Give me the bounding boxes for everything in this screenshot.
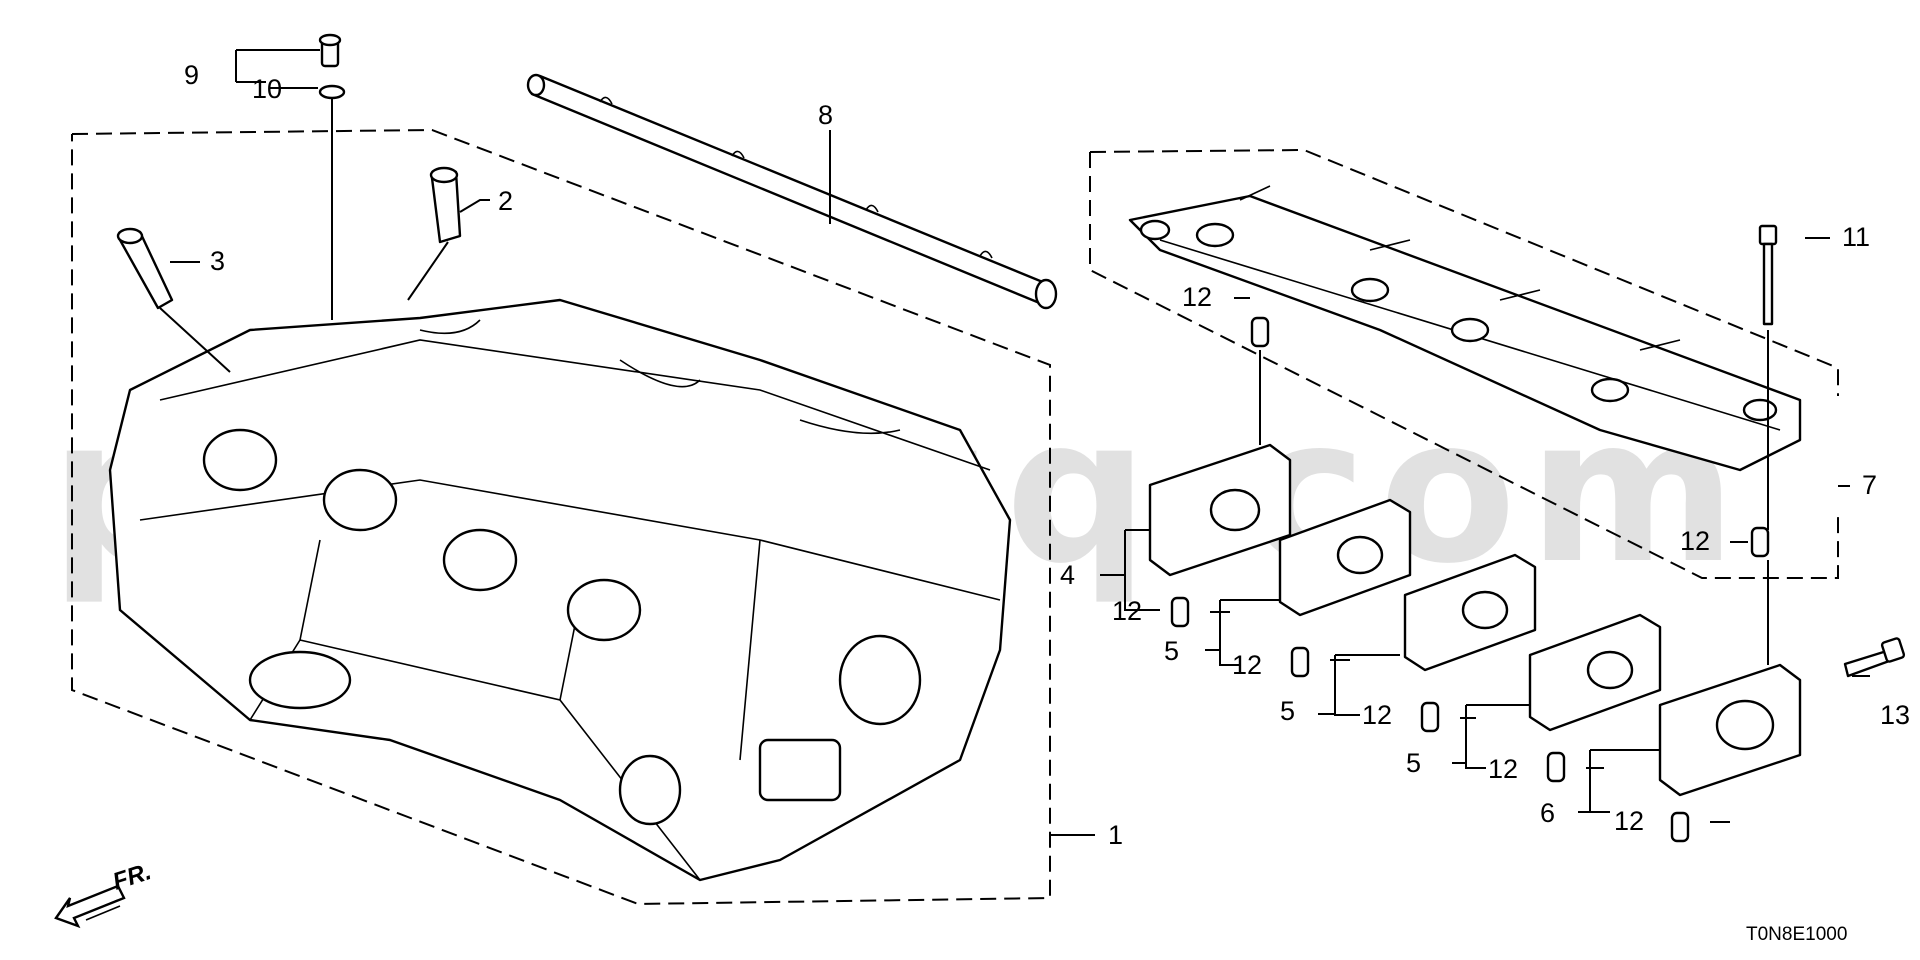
front-direction-label: FR. — [110, 858, 155, 896]
callout-5-b[interactable]: 5 — [1280, 696, 1295, 726]
part-13-bolt — [1843, 637, 1906, 678]
callout-12-e[interactable]: 12 — [1362, 700, 1392, 730]
part-6-cam-cap — [1658, 663, 1802, 797]
cam-holder-group-outline — [1089, 148, 1839, 396]
callout-12-b[interactable]: 12 — [1680, 526, 1710, 556]
callout-4[interactable]: 4 — [1060, 560, 1075, 590]
callout-6[interactable]: 6 — [1540, 798, 1555, 828]
part-3-valve-guide — [116, 227, 174, 310]
callout-2[interactable]: 2 — [498, 186, 513, 216]
part-8-shaft — [526, 73, 1058, 310]
part-7-cam-holder — [1128, 185, 1802, 472]
callout-3[interactable]: 3 — [210, 246, 225, 276]
part-1-cylinder-head — [108, 298, 1012, 882]
part-4-cam-cap — [1148, 443, 1292, 577]
part-11-bolt — [1758, 224, 1778, 326]
leader-3 — [159, 261, 231, 373]
callout-13[interactable]: 13 — [1880, 700, 1910, 730]
callout-8[interactable]: 8 — [818, 100, 833, 130]
callout-11[interactable]: 11 — [1842, 222, 1870, 252]
callout-9[interactable]: 9 — [184, 60, 199, 90]
leaders-right — [1100, 237, 1870, 823]
part-5-cam-cap-a — [1278, 498, 1412, 617]
leader-2 — [407, 199, 490, 301]
cylinder-head-group-outline — [71, 128, 1051, 906]
callout-10[interactable]: 10 — [252, 74, 282, 104]
part-5-cam-cap-c — [1528, 613, 1662, 732]
callout-5-c[interactable]: 5 — [1406, 748, 1421, 778]
callout-12-d[interactable]: 12 — [1232, 650, 1262, 680]
callout-12-a[interactable]: 12 — [1182, 282, 1212, 312]
front-direction-arrow-icon — [54, 884, 126, 929]
diagram-code: T0N8E1000 — [1746, 924, 1847, 945]
cam-holder-group-outline-lower — [1089, 152, 1839, 579]
part-9-bolt — [318, 33, 342, 68]
part-2-valve-guide — [429, 166, 462, 244]
leader-9-10 — [235, 49, 320, 89]
callout-7[interactable]: 7 — [1862, 470, 1877, 500]
callout-1[interactable]: 1 — [1108, 820, 1123, 850]
dowel-pins — [1170, 316, 1770, 843]
part-10-washer — [318, 84, 346, 100]
callout-12-c[interactable]: 12 — [1112, 596, 1142, 626]
callout-12-g[interactable]: 12 — [1614, 806, 1644, 836]
callout-12-f[interactable]: 12 — [1488, 754, 1518, 784]
part-5-cam-cap-b — [1403, 553, 1537, 672]
callout-5-a[interactable]: 5 — [1164, 636, 1179, 666]
